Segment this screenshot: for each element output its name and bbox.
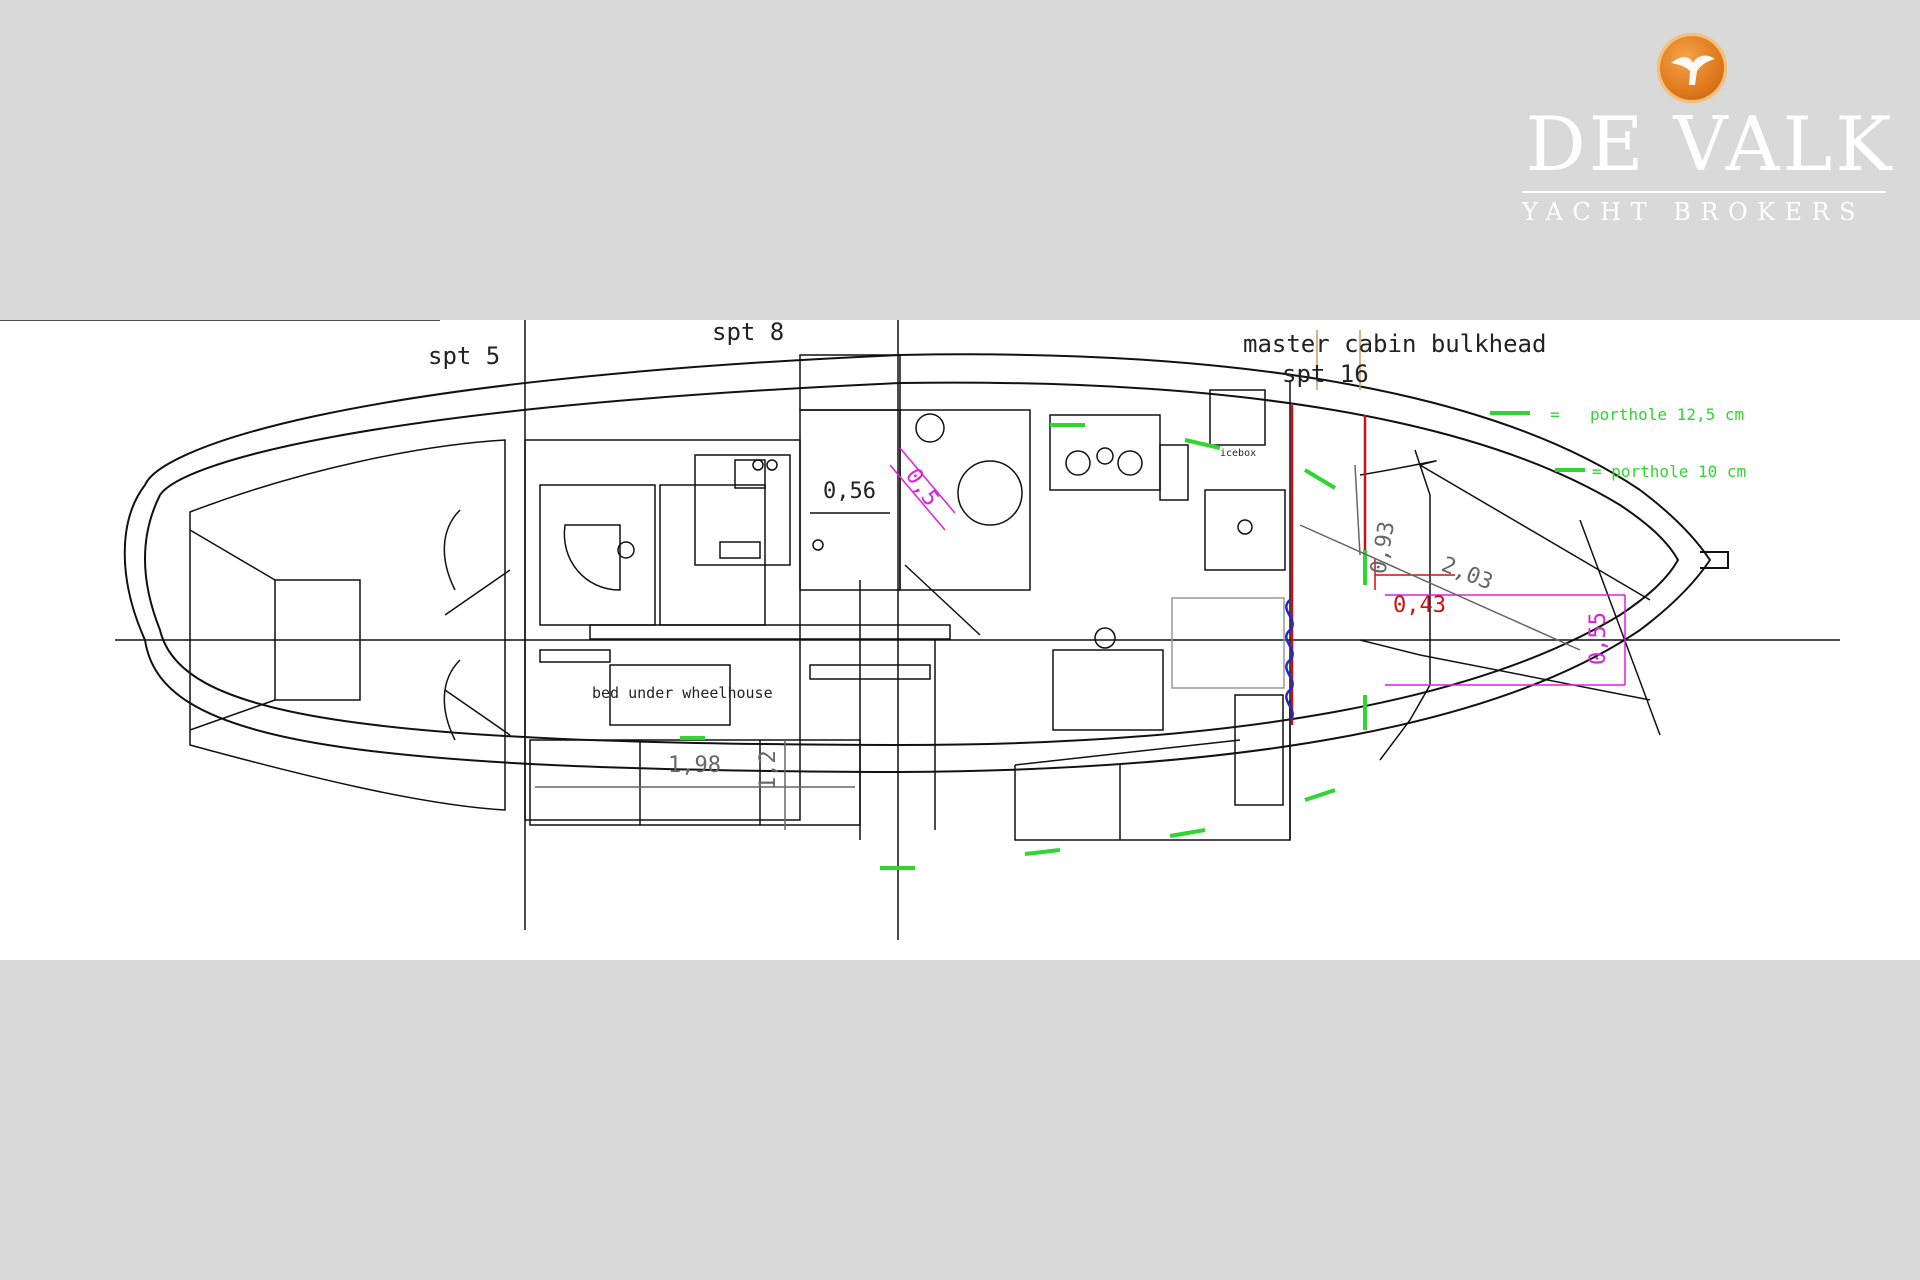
legend-porthole-small: = porthole 10 cm [1592, 462, 1746, 481]
bed-label: bed under wheelhouse [592, 684, 773, 702]
icebox-label: icebox [1220, 448, 1256, 459]
brand-block: DE VALK YACHT BROKERS [1500, 28, 1900, 226]
dimension-0-5: 0,5 [900, 464, 943, 511]
aft-cockpit [0, 320, 511, 811]
dimension-1-98: 1,98 [668, 753, 721, 778]
flying-bird-logo-icon [1657, 33, 1727, 103]
master-cabin-bulkhead [1290, 405, 1367, 725]
boat-layout-plan: spt 5 spt 8 master cabin bulkhead spt 16… [0, 320, 1920, 960]
station-label-spt5: spt 5 [428, 342, 500, 370]
dimension-2-03: 2,03 [1438, 552, 1496, 595]
legend-porthole-large-eq: = [1550, 405, 1560, 424]
dimension-0-43: 0,43 [1393, 593, 1446, 618]
saloon [859, 580, 1291, 841]
dimension-lines [535, 447, 1626, 830]
bulkhead-label: master cabin bulkhead [1243, 330, 1546, 358]
porthole-2 [1184, 438, 1221, 450]
brand-tagline: YACHT BROKERS [1522, 198, 1866, 226]
brand-divider [1522, 191, 1886, 193]
galley [1049, 389, 1286, 731]
porthole-8 [1024, 848, 1061, 856]
station-label-spt16: spt 16 [1282, 360, 1369, 388]
heads-compartment [799, 354, 1031, 636]
dimension-0-56: 0,56 [823, 479, 876, 504]
dimension-0-55: 0,55 [1586, 612, 1611, 665]
porthole-3 [1303, 468, 1337, 490]
wheelhouse [524, 439, 951, 826]
reference-lines [115, 320, 1840, 940]
portholes [680, 411, 1585, 870]
porthole-7 [1169, 828, 1206, 838]
door-hinge [1285, 599, 1294, 721]
legend-porthole-large: porthole 12,5 cm [1590, 405, 1744, 424]
porthole-6 [1304, 788, 1336, 802]
hull-outline [123, 353, 1729, 774]
brand-name: DE VALK [1525, 100, 1895, 188]
dimension-1-2: 1,2 [756, 750, 781, 790]
station-label-spt8: spt 8 [712, 320, 784, 346]
